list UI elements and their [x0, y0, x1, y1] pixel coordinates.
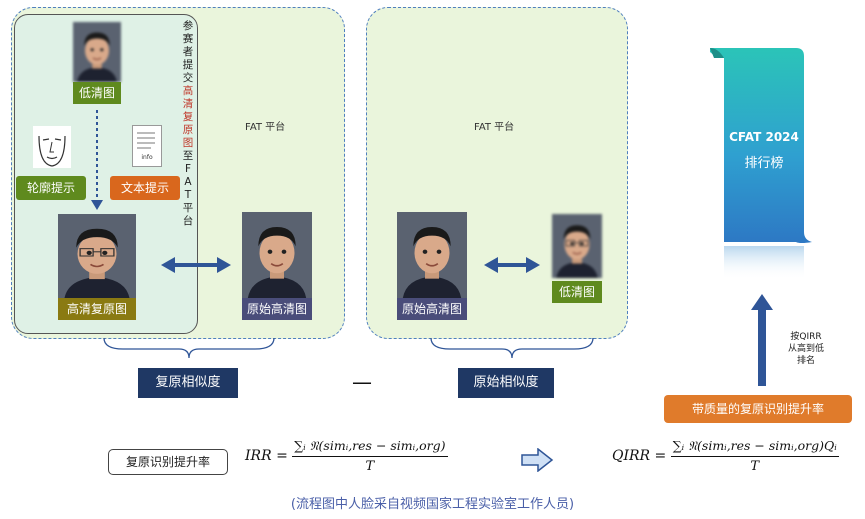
vertical-char: 复 [182, 111, 194, 123]
qirr-denominator: T [750, 459, 760, 474]
face-contour-icon [33, 126, 71, 168]
vertical-char: 台 [182, 215, 194, 227]
restore-similarity-label: 复原相似度 [138, 368, 238, 398]
vertical-char: 交 [182, 72, 194, 84]
document-icon-text: info [141, 154, 153, 161]
rank-up-arrow [751, 294, 773, 386]
vertical-char: 平 [182, 202, 194, 214]
qirr-lhs: QIRR = [612, 448, 667, 464]
left-brace [103, 337, 275, 359]
irr-label-box: 复原识别提升率 [108, 449, 228, 475]
lowres-caption: 低清图 [73, 82, 121, 104]
original-similarity-label: 原始相似度 [458, 368, 554, 398]
vertical-char: 原 [182, 124, 194, 136]
vertical-char: 图 [182, 137, 194, 149]
rank-note-line-1: 按QIRR [790, 332, 822, 342]
original-lowres-compare-arrow [484, 257, 540, 273]
leaderboard-title: CFAT 2024 [729, 130, 799, 144]
rank-note-line-2: 从高到低 [787, 344, 824, 354]
vertical-char: 者 [182, 46, 194, 58]
leaderboard-scroll [710, 48, 812, 280]
qirr-numerator: ∑ᵢ 𝔑(simᵢ,res − simᵢ,org)Qᵢ [670, 438, 839, 457]
restored-face-photo [58, 214, 136, 298]
left-platform-label: FAT 平台 [245, 122, 286, 133]
irr-denominator: T [365, 459, 375, 474]
vertical-char: 赛 [182, 33, 194, 45]
irr-lhs: IRR = [245, 448, 288, 464]
vertical-char: F [184, 163, 192, 175]
text-hint-button[interactable]: 文本提示 [110, 176, 180, 200]
original-caption-left: 原始高清图 [242, 298, 312, 320]
restored-caption: 高清复原图 [58, 298, 136, 320]
implies-arrow [521, 448, 554, 472]
leaderboard-subtitle: 排行榜 [744, 156, 784, 171]
quality-irr-button[interactable]: 带质量的复原识别提升率 [664, 395, 852, 423]
vertical-char: 参 [182, 20, 194, 32]
vertical-char: 高 [182, 85, 194, 97]
contour-hint-button[interactable]: 轮廓提示 [16, 176, 86, 200]
rank-note-line-3: 排名 [796, 356, 815, 366]
right-platform-label: FAT 平台 [474, 122, 515, 133]
dotted-down-arrow [91, 110, 103, 210]
rank-note: 按QIRR 从高到低 排名 [783, 331, 829, 367]
restored-original-compare-arrow [161, 257, 231, 273]
vertical-char: 至 [182, 150, 194, 162]
document-icon: info [132, 125, 162, 167]
irr-numerator: ∑ᵢ 𝔑(simᵢ,res − simᵢ,org) [292, 438, 448, 457]
minus-sign: — [352, 370, 372, 394]
lowres-caption-right: 低清图 [552, 281, 602, 303]
vertical-char: A [184, 176, 192, 188]
vertical-char: 提 [182, 59, 194, 71]
lowres-face-photo [73, 22, 121, 82]
qirr-formula: QIRR = ∑ᵢ 𝔑(simᵢ,res − simᵢ,org)Qᵢ T [612, 438, 839, 474]
right-brace [430, 337, 594, 359]
original-face-photo-left [242, 212, 312, 298]
lowres-face-photo-right [552, 214, 602, 278]
irr-formula: IRR = ∑ᵢ 𝔑(simᵢ,res − simᵢ,org) T [245, 438, 448, 474]
original-caption-right: 原始高清图 [397, 298, 467, 320]
footer-note: (流程图中人脸采自视频国家工程实验室工作人员) [290, 497, 575, 512]
vertical-char: 清 [182, 98, 194, 110]
vertical-char: T [184, 189, 192, 201]
original-face-photo-right [397, 212, 467, 298]
